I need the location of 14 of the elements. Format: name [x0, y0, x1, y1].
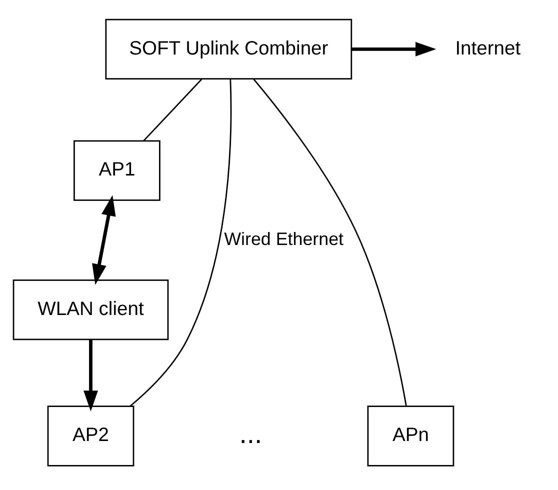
node-box: WLAN client: [12, 279, 169, 340]
connector: [253, 78, 407, 406]
node-box: SOFT Uplink Combiner: [105, 18, 352, 80]
label: ...: [239, 418, 262, 449]
node-box: AP1: [74, 140, 160, 201]
node-box: AP2: [47, 406, 134, 466]
node-box: APn: [367, 406, 454, 466]
connector: [143, 78, 202, 142]
arrow: [92, 195, 116, 285]
arrow: [84, 340, 98, 412]
arrow: [352, 42, 436, 56]
connector: [130, 78, 232, 407]
edge-label: Wired Ethernet: [224, 228, 344, 249]
node-text: Internet: [455, 38, 521, 60]
